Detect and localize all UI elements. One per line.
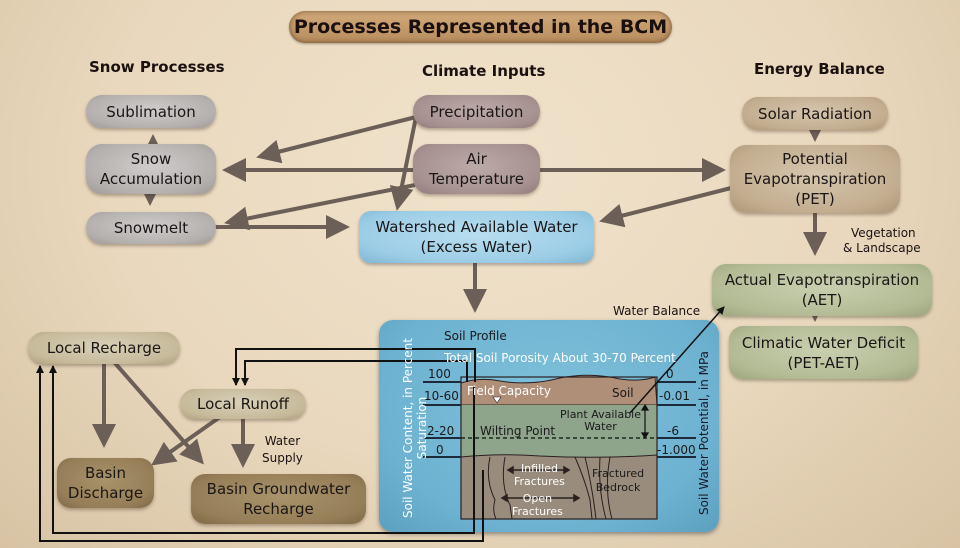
node-precipitation-label: Precipitation <box>429 102 524 121</box>
right-value-minus-0-01: -0.01 <box>659 389 691 403</box>
node-pet: Potential Evapotranspiration (PET) <box>730 145 900 213</box>
node-local-runoff: Local Runoff <box>180 389 306 419</box>
node-watershed-label-1: Watershed Available Water <box>375 218 578 236</box>
node-precipitation: Precipitation <box>413 95 540 128</box>
open-label-1: Open <box>522 492 553 505</box>
node-aet: Actual Evapotranspiration (AET) <box>712 264 932 316</box>
label-vegetation-landscape: Vegetation & Landscape <box>843 226 921 256</box>
node-snowmelt-label: Snowmelt <box>113 219 189 237</box>
node-pet-label-1: Potential <box>782 150 848 168</box>
heading-climate-inputs: Climate Inputs <box>422 62 546 80</box>
node-cwd-label-1: Climatic Water Deficit <box>741 333 906 352</box>
node-sublimation: Sublimation <box>86 95 216 128</box>
node-cwd-label-2: (PET-AET) <box>787 353 860 372</box>
node-aet-label-2: (AET) <box>801 291 843 309</box>
arrow-pet-to-watershed <box>599 185 736 228</box>
field-capacity-label: Field Capacity <box>467 384 551 398</box>
water-layer <box>461 405 657 457</box>
label-vegetation-1: Vegetation <box>850 226 916 240</box>
left-value-100: 100 <box>428 367 451 381</box>
line-soil-to-local-runoff-1 <box>232 348 476 386</box>
arrow-precip-to-watershed <box>389 116 418 211</box>
node-air-temperature-label-1: Air <box>466 150 487 168</box>
arrow-airtemp-to-snowmelt <box>224 183 416 231</box>
plant-available-label-2: Water <box>584 420 617 433</box>
node-basin-gw-label-2: Recharge <box>243 500 314 518</box>
node-basin-groundwater-recharge: Basin Groundwater Recharge <box>191 474 366 524</box>
node-watershed-label-2: (Excess Water) <box>420 238 533 256</box>
fractured-bedrock-label: Fractured Bedrock <box>592 467 644 495</box>
scale-lines <box>423 381 696 458</box>
heading-snow-processes: Snow Processes <box>89 58 225 76</box>
soil-porosity-label: Total Soil Porosity About 30-70 Percent <box>444 351 676 365</box>
left-value-2-20: 2-20 <box>427 424 455 438</box>
plant-available-label-1: Plant Available <box>560 408 642 421</box>
open-fractures-label: Open Fractures <box>512 492 563 518</box>
node-snow-accumulation-label-1: Snow <box>130 150 172 168</box>
field-capacity-marker <box>492 396 502 404</box>
right-value-0: 0 <box>666 367 674 381</box>
infilled-label-1: Infilled <box>520 462 558 475</box>
line-soil-to-local-runoff-2 <box>241 360 468 386</box>
node-solar-radiation-label: Solar Radiation <box>758 104 872 123</box>
line-soil-to-local-recharge-2 <box>36 365 484 542</box>
right-value-minus-1000: -1.000 <box>657 443 696 457</box>
label-vegetation-2: & Landscape <box>843 241 921 255</box>
wilting-point-label: Wilting Point <box>480 424 556 438</box>
node-snow-accumulation-label-2: Accumulation <box>99 170 203 188</box>
node-aet-label-1: Actual Evapotranspiration <box>724 271 920 289</box>
label-water-balance: Water Balance <box>613 304 701 318</box>
line-soil-to-local-recharge-1 <box>49 365 475 534</box>
soil-profile-title: Soil Profile <box>444 329 507 343</box>
arrow-water-balance-to-aet <box>629 306 725 414</box>
left-axis-label: Soil Water Content, in Percent Saturatio… <box>401 313 429 543</box>
infilled-label-2: Fractures <box>514 475 565 488</box>
open-label-2: Fractures <box>512 505 563 518</box>
left-value-0: 0 <box>436 443 444 457</box>
arrow-precip-to-snow <box>256 115 417 164</box>
left-value-10-60: 10-60 <box>424 389 459 403</box>
plant-available-water-label: Plant Available Water <box>560 409 641 433</box>
node-local-recharge-label: Local Recharge <box>46 339 162 357</box>
diagram-title: Processes Represented in the BCM <box>289 11 672 43</box>
node-basin-discharge-label-2: Discharge <box>67 484 144 502</box>
bedrock-label-1: Fractured <box>592 467 645 480</box>
node-snowmelt: Snowmelt <box>86 212 216 244</box>
node-pet-label-3: (PET) <box>795 190 835 208</box>
node-basin-discharge: Basin Discharge <box>57 458 154 508</box>
node-basin-gw-label-1: Basin Groundwater <box>206 480 351 498</box>
infilled-fractures-label: Infilled Fractures <box>514 462 565 488</box>
node-air-temperature: Air Temperature <box>413 144 540 194</box>
soil-label: Soil <box>612 386 634 400</box>
node-pet-label-2: Evapotranspiration <box>743 170 887 188</box>
node-basin-discharge-label-1: Basin <box>85 464 126 482</box>
bedrock-label-2: Bedrock <box>595 481 641 494</box>
left-axis-label-1: Soil Water Content, in Percent <box>401 338 415 518</box>
fracture-lines <box>487 456 613 520</box>
heading-energy-balance: Energy Balance <box>754 60 885 78</box>
arrow-runoff-to-discharge <box>151 415 222 466</box>
arrow-recharge-to-basingw <box>112 360 204 465</box>
node-solar-radiation: Solar Radiation <box>742 97 888 130</box>
label-water-supply: Water Supply <box>262 433 303 467</box>
node-local-recharge: Local Recharge <box>28 332 180 364</box>
node-local-runoff-label: Local Runoff <box>197 395 289 413</box>
node-watershed-available-water: Watershed Available Water (Excess Water) <box>359 211 594 263</box>
label-water-supply-1: Water <box>264 434 301 448</box>
right-axis-label: Soil Water Potential, in MPa <box>697 350 711 516</box>
node-snow-accumulation: Snow Accumulation <box>86 144 216 194</box>
node-air-temperature-label-2: Temperature <box>428 170 525 188</box>
label-water-supply-2: Supply <box>262 451 303 465</box>
node-sublimation-label: Sublimation <box>106 102 196 121</box>
right-value-minus-6: -6 <box>667 424 679 438</box>
node-climatic-water-deficit: Climatic Water Deficit (PET-AET) <box>729 326 918 379</box>
